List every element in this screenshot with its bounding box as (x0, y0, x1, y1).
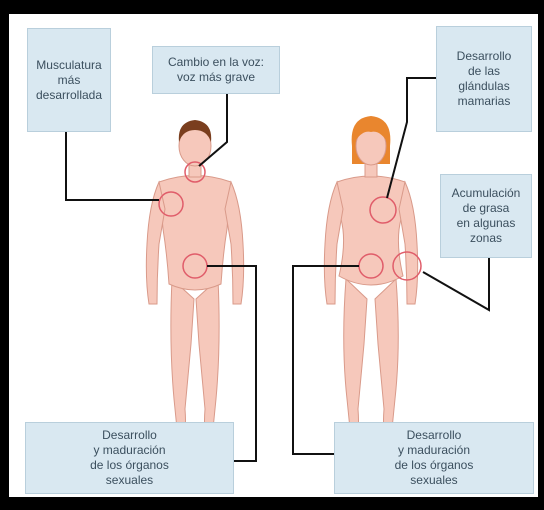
label-muscles-text: Musculatura más desarrollada (36, 58, 102, 103)
label-muscles: Musculatura más desarrollada (27, 28, 111, 132)
leader-muscle (66, 132, 159, 200)
label-fat: Acumulación de grasa en algunas zonas (440, 174, 532, 258)
diagram-frame: Musculatura más desarrollada Cambio en l… (9, 14, 538, 497)
label-male-sexual: Desarrollo y maduración de los órganos s… (25, 422, 234, 494)
label-voice: Cambio en la voz: voz más grave (152, 46, 280, 94)
label-fat-text: Acumulación de grasa en algunas zonas (452, 186, 521, 246)
male-right-leg (196, 279, 223, 446)
label-breasts: Desarrollo de las glándulas mamarias (436, 26, 532, 132)
label-female-sexual: Desarrollo y maduración de los órganos s… (334, 422, 534, 494)
label-female-sexual-text: Desarrollo y maduración de los órganos s… (395, 428, 474, 488)
female-right-leg (375, 279, 402, 446)
female-figure (324, 116, 421, 446)
leader-lines (66, 78, 489, 461)
female-torso (337, 176, 405, 285)
male-right-arm (225, 182, 244, 304)
female-right-arm (399, 182, 418, 304)
female-left-leg (340, 279, 367, 446)
female-left-arm (324, 182, 343, 304)
label-voice-text: Cambio en la voz: voz más grave (168, 55, 264, 85)
label-breasts-text: Desarrollo de las glándulas mamarias (457, 49, 512, 109)
male-figure (146, 120, 243, 446)
leader-fat (423, 258, 489, 310)
male-left-leg (167, 279, 194, 446)
label-male-sexual-text: Desarrollo y maduración de los órganos s… (90, 428, 169, 488)
